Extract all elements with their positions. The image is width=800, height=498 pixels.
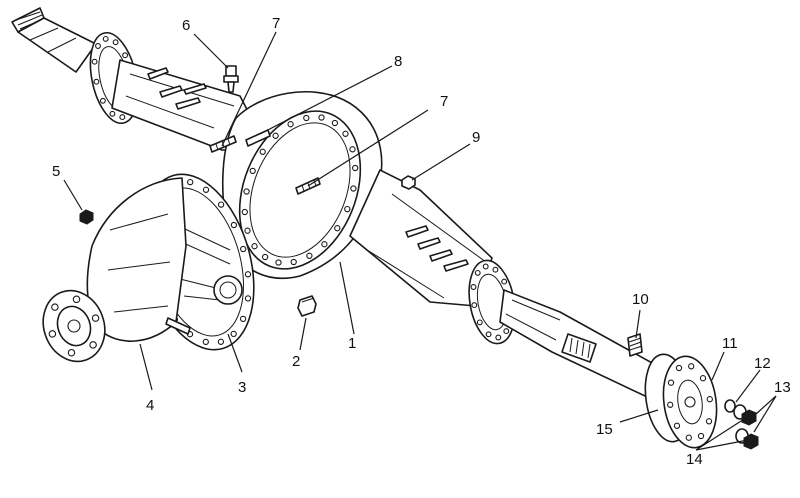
- bolt-hole: [290, 258, 297, 266]
- bolt-hole: [244, 295, 252, 302]
- bolt-hole: [685, 434, 692, 441]
- bolt-hole: [331, 119, 339, 127]
- bolt-hole: [476, 319, 483, 326]
- bolt-hole: [259, 148, 266, 155]
- bolt-hole: [93, 78, 100, 85]
- callout-8: 8: [394, 53, 402, 70]
- filler-plug-5: [79, 209, 94, 225]
- bolt-hole: [334, 225, 341, 232]
- bolt-hole: [470, 284, 477, 290]
- bolt-hole: [697, 432, 705, 440]
- callout-3: 3: [238, 379, 246, 396]
- bolt-hole: [352, 164, 359, 172]
- callout-5: 5: [52, 163, 60, 180]
- bolt-hole: [667, 379, 675, 386]
- callout-6: 6: [182, 17, 190, 34]
- bolt-hole: [102, 35, 109, 42]
- bolt-hole: [51, 303, 59, 311]
- bolt-hole: [349, 146, 356, 153]
- bolt-hole: [272, 132, 279, 139]
- bolt-hole: [95, 43, 101, 49]
- callout-4: 4: [146, 397, 154, 414]
- bolt-hole: [306, 252, 313, 259]
- bolt-hole: [67, 348, 76, 357]
- bolt-hole: [202, 338, 209, 346]
- drain-plug-2: [297, 295, 317, 317]
- bolt-hole: [217, 201, 225, 208]
- bolt-hole: [350, 185, 357, 192]
- bolt-hole: [688, 363, 695, 370]
- bolt-hole: [673, 422, 681, 429]
- callout-2: 2: [292, 353, 300, 370]
- bolt-hole: [492, 266, 499, 273]
- bolt-hole: [244, 271, 252, 278]
- bolt-hole: [474, 269, 481, 276]
- bolt-hole: [471, 302, 478, 309]
- bolt-hole: [217, 338, 225, 345]
- bolt-hole: [275, 259, 282, 266]
- callout-1: 1: [348, 335, 356, 352]
- callout-9: 9: [472, 129, 480, 146]
- bolt-hole: [675, 364, 683, 372]
- bolt-hole: [699, 375, 707, 382]
- bolt-hole: [89, 341, 97, 349]
- bolt-hole: [482, 263, 489, 270]
- callout-10: 10: [632, 291, 649, 308]
- callout-labels: 1 2 3 4 5 6 7 7 8 9 10 11 12 13 14 15: [52, 15, 791, 468]
- bolt-hole: [501, 278, 508, 285]
- left-axle-shaft: [11, 7, 97, 73]
- bolt-hole: [230, 221, 238, 229]
- bolt-hole: [99, 97, 106, 104]
- bolt-hole: [119, 114, 126, 121]
- bolt-hole: [249, 167, 256, 175]
- bolt-hole: [261, 253, 269, 261]
- right-axle-spindle: [499, 289, 673, 405]
- bolt-hole: [706, 396, 713, 403]
- bolt-hole: [109, 110, 116, 117]
- bolt-hole: [321, 241, 328, 248]
- bolt-hole: [112, 39, 119, 46]
- callout-11: 11: [722, 335, 738, 352]
- callout-15: 15: [596, 421, 613, 438]
- bolt-hole: [72, 295, 81, 304]
- bolt-hole: [230, 330, 237, 338]
- callout-7a: 7: [272, 15, 280, 32]
- bolt-hole: [240, 245, 247, 253]
- bolt-hole: [91, 58, 98, 65]
- breather-6: [223, 65, 239, 93]
- bolt-hole: [342, 130, 349, 137]
- callout-14: 14: [686, 451, 703, 468]
- callout-7b: 7: [440, 93, 448, 110]
- callout-12: 12: [754, 355, 771, 372]
- bolt-hole: [287, 121, 294, 128]
- bolt-hole: [244, 227, 251, 234]
- bolt-hole: [239, 315, 247, 323]
- bolt-hole: [91, 314, 100, 322]
- wheel-stud: [627, 333, 643, 357]
- bolt-hole: [344, 205, 351, 213]
- bolt-hole: [318, 114, 325, 121]
- bolt-hole: [251, 243, 258, 250]
- differential-carrier: [42, 173, 255, 363]
- callout-13: 13: [774, 379, 791, 396]
- bolt-hole: [243, 188, 250, 195]
- bolt-hole: [503, 328, 510, 335]
- wheel-hub: [644, 353, 718, 449]
- leader-lines: [63, 31, 777, 451]
- bolt-hole: [202, 186, 210, 193]
- wheel-nuts: [724, 399, 759, 450]
- bolt-hole: [187, 178, 194, 186]
- bolt-hole: [705, 418, 713, 425]
- bolt-hole: [667, 401, 674, 408]
- bolt-hole: [303, 114, 310, 122]
- bolt-hole: [122, 52, 129, 59]
- plug-9: [401, 175, 416, 190]
- bolt-hole: [48, 330, 57, 338]
- bolt-hole: [485, 331, 492, 338]
- bolt-hole: [241, 208, 248, 216]
- bolt-hole: [495, 334, 502, 341]
